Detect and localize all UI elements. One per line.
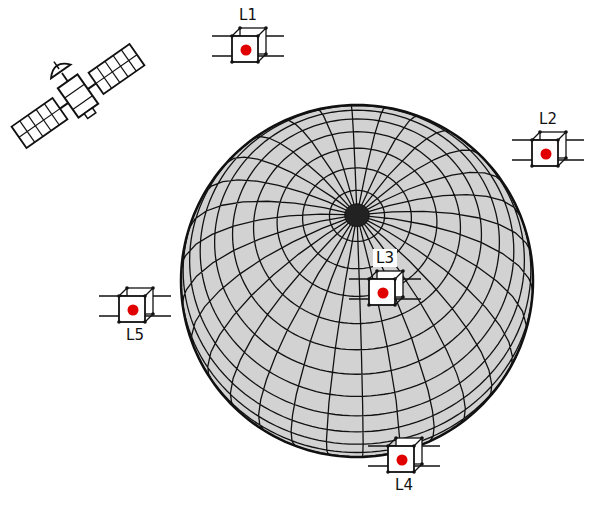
pole-cap [345,204,370,227]
point-label: L2 [536,110,560,128]
globe-sphere [181,105,533,457]
cube-icon [97,284,173,326]
red-dot [378,288,389,299]
lagrange-marker: L4 [366,434,442,494]
point-label: L3 [373,249,397,267]
globe-grid [181,105,533,457]
red-dot [541,149,552,160]
cube-icon [510,128,586,170]
point-label: L5 [123,326,147,344]
solar-panel [89,44,145,94]
red-dot [241,45,252,56]
lagrange-marker: L3 [347,249,423,309]
lagrange-marker: L1 [210,6,286,66]
cube-icon [366,434,442,476]
solar-panel [12,98,68,148]
lagrange-marker: L5 [97,284,173,344]
point-label: L4 [392,476,416,494]
red-dot [128,305,139,316]
globe [181,105,533,457]
point-label: L1 [236,6,260,24]
satellite [0,20,151,157]
lagrange-marker: L2 [510,110,586,170]
red-dot [397,455,408,466]
cube-icon [210,24,286,66]
cube-icon [347,267,423,309]
